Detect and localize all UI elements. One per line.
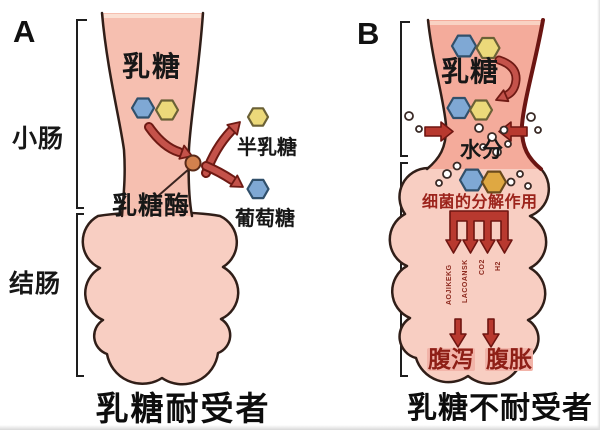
lactase-enzyme-icon — [184, 154, 202, 172]
small-intestine-a-wall-left — [100, 11, 126, 218]
bracket-a-colon — [76, 213, 84, 377]
lactose-passing-arrow-icon — [494, 55, 521, 103]
gas-label-1: AOJIKEKG — [446, 264, 453, 305]
colon-b-shape — [388, 160, 551, 385]
glucose-hex-icon — [246, 178, 270, 200]
label-lactose-b: 乳糖 — [441, 56, 500, 87]
caption-panel-b: 乳糖不耐受者 — [407, 392, 593, 425]
gas-label-2: LACOANSK — [462, 259, 469, 303]
water-droplet-icons — [404, 111, 542, 190]
small-intestine-a-wall-right — [187, 11, 205, 218]
symptom-arrow-right-icon — [482, 318, 500, 348]
sugar-molecule-colon-icon — [458, 168, 508, 194]
lactose-molecule-b1-icon — [450, 34, 501, 60]
colon-a-shape — [81, 211, 240, 386]
small-intestine-b-wall-left — [425, 18, 448, 171]
image-edge-shadow-bottom — [0, 425, 600, 430]
panel-a-letter: A — [13, 14, 36, 49]
label-lactase: 乳糖酶 — [112, 192, 191, 220]
fork-arrow-down-icon — [201, 161, 244, 188]
panel-b-letter: B — [357, 16, 380, 51]
label-bloating: 腹胀 — [485, 346, 533, 372]
gas-label-4: H2 — [495, 261, 502, 271]
image-edge-shadow-right — [597, 0, 600, 430]
bracket-a-small-intestine — [76, 19, 87, 209]
label-bacteria-action: 细菌的分解作用 — [422, 194, 538, 211]
symptom-arrow-left-icon — [449, 318, 467, 348]
region-label-small-intestine: 小肠 — [12, 125, 65, 153]
water-inflow-arrow-left-icon — [424, 121, 454, 142]
arrow-to-wall-icon — [144, 122, 193, 160]
label-lactose-a: 乳糖 — [122, 51, 183, 82]
caption-panel-a: 乳糖耐受者 — [95, 390, 271, 427]
lactase-pointer-line — [157, 168, 190, 197]
small-intestine-a-shape — [102, 13, 203, 216]
bracket-b-small-intestine — [400, 21, 410, 157]
small-intestine-b-wall-right — [519, 18, 545, 171]
label-glucose: 葡萄糖 — [235, 208, 295, 230]
gas-label-3: CO2 — [479, 259, 486, 275]
lactose-molecule-a-icon — [130, 97, 180, 121]
label-galactose: 半乳糖 — [237, 137, 297, 159]
lactose-molecule-b2-icon — [446, 96, 494, 121]
fermentation-comb-arrow-icon — [445, 210, 513, 254]
region-label-colon: 结肠 — [9, 270, 62, 298]
label-water: 水分 — [460, 139, 504, 162]
label-diarrhea: 腹泻 — [427, 346, 475, 372]
galactose-hex-icon — [246, 107, 270, 127]
